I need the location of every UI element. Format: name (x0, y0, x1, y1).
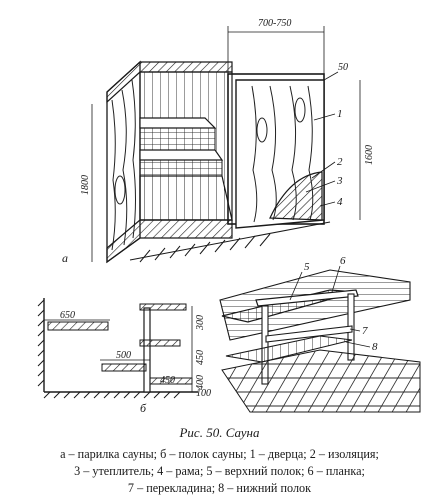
dim-h-floor: 100 (196, 388, 211, 399)
callout-5: 5 (304, 261, 310, 273)
sauna-drawings: 700-750 50 1600 1800 1 2 3 4 а 650 500 (37, 18, 421, 415)
drawing-a: 700-750 50 1600 1800 1 2 3 4 а (62, 18, 375, 265)
legend-line-1: а – парилка сауны; б – полок сауны; 1 – … (60, 447, 379, 461)
callout-8: 8 (372, 341, 378, 353)
callout-6: 6 (340, 255, 346, 267)
dim-h-low: 400 (195, 375, 206, 390)
insulation-section (269, 171, 323, 221)
dim-h-mid: 450 (195, 350, 206, 365)
drawing-b: 650 500 450 300 450 400 100 а б (37, 298, 211, 415)
dim-top-shelf: 650 (60, 310, 75, 321)
dim-middle-shelf: 500 (116, 350, 131, 361)
callout-1: 1 (337, 108, 343, 120)
sublabel-b-text: б (140, 401, 147, 415)
lower-shelf (225, 335, 353, 363)
dim-frame: 50 (338, 62, 348, 73)
dim-width: 700-750 (258, 18, 291, 29)
sublabel-a: а (62, 251, 68, 265)
floor (139, 175, 233, 221)
figure-caption: Рис. 50. Сауна (179, 425, 260, 440)
dim-h-top: 300 (195, 315, 206, 331)
dim-door-height: 1600 (364, 145, 375, 165)
figure-legend: а – парилка сауны; б – полок сауны; 1 – … (0, 446, 439, 497)
callout-3: 3 (336, 175, 343, 187)
callout-2: 2 (337, 156, 343, 168)
legend-line-2: 3 – утеплитель; 4 – рама; 5 – верхний по… (74, 464, 365, 478)
dim-wall-height: 1800 (80, 175, 91, 195)
drawing-c: 5 6 7 8 (219, 255, 421, 413)
legend-line-3: 7 – перекладина; 8 – нижний полок (127, 481, 312, 495)
plank (255, 289, 359, 307)
callout-7: 7 (362, 325, 368, 337)
crossbar (265, 325, 353, 343)
callout-4: 4 (337, 196, 343, 208)
tiled-floor (221, 349, 421, 413)
